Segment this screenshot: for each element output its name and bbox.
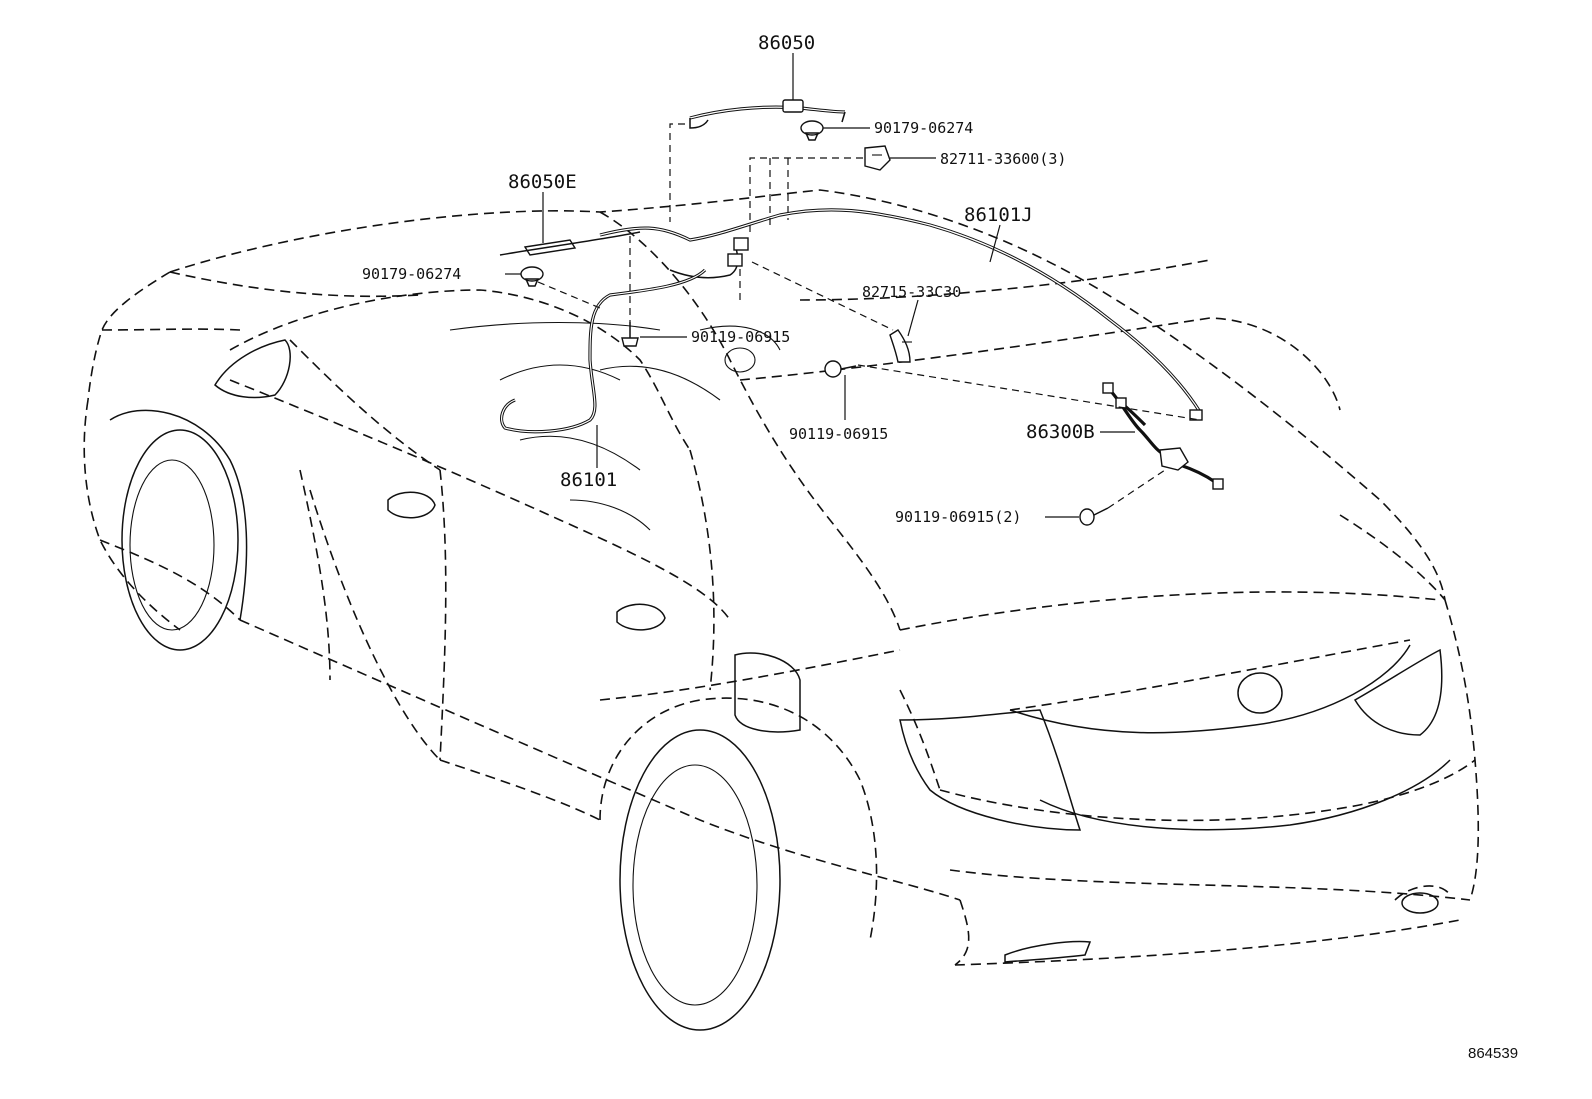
screw-90119-center bbox=[621, 322, 639, 347]
bracket-82715 bbox=[889, 329, 912, 363]
label-82715: 82715-33C30 bbox=[862, 283, 961, 301]
car-outline bbox=[83, 189, 1480, 966]
part-labels: 86050 90179-06274 82711-33600(3) 86050E … bbox=[362, 32, 1518, 1062]
screw-90119-right bbox=[824, 360, 857, 378]
clip-90179-top bbox=[800, 120, 824, 141]
label-86101J: 86101J bbox=[964, 204, 1033, 226]
cable-86101J bbox=[599, 208, 1203, 421]
label-86300B: 86300B bbox=[1026, 421, 1095, 443]
label-86050: 86050 bbox=[758, 32, 815, 54]
part-86050E bbox=[499, 231, 641, 256]
label-86050E: 86050E bbox=[508, 171, 577, 193]
part-86050 bbox=[689, 99, 846, 129]
screw-90119-double bbox=[1079, 507, 1109, 526]
label-82711: 82711-33600(3) bbox=[940, 150, 1066, 168]
label-90119-center: 90119-06915 bbox=[691, 328, 790, 346]
leader-lines bbox=[505, 53, 1135, 518]
label-90179-left: 90179-06274 bbox=[362, 265, 461, 283]
assembly-dashed-leaders bbox=[537, 123, 1201, 509]
label-90179-top: 90179-06274 bbox=[874, 119, 973, 137]
car-solid-details bbox=[109, 321, 1451, 1031]
label-90119-double: 90119-06915(2) bbox=[895, 508, 1021, 526]
clamp-82711 bbox=[864, 145, 891, 171]
label-86101: 86101 bbox=[560, 469, 617, 491]
cable-86101 bbox=[500, 268, 707, 434]
label-90119-right: 90119-06915 bbox=[789, 425, 888, 443]
figure-id: 864539 bbox=[1468, 1045, 1518, 1062]
harness-86300B bbox=[1102, 382, 1224, 490]
